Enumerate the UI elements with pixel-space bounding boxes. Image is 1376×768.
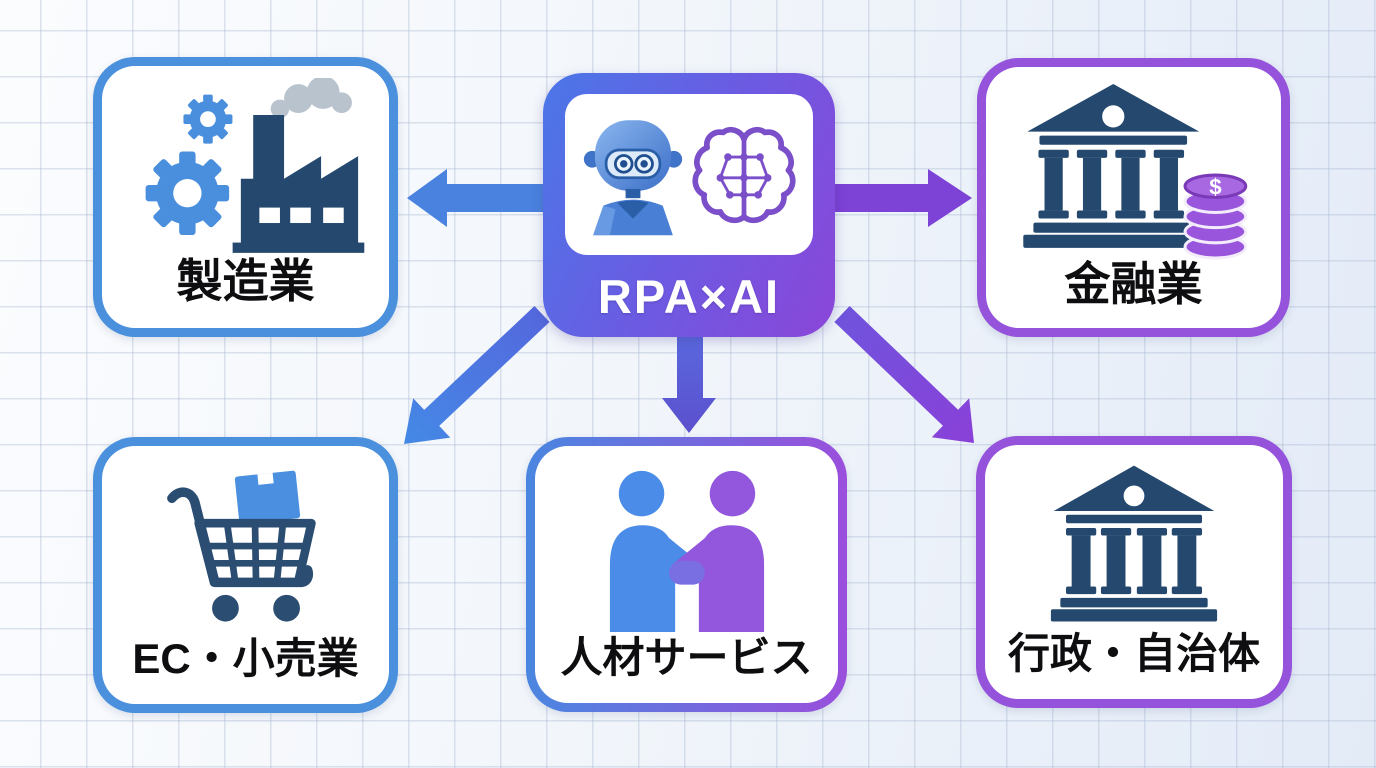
ai-brain-icon (692, 126, 796, 223)
person-left-icon (609, 470, 705, 632)
factory-gears-icon (145, 78, 364, 253)
shopping-cart-icon (167, 470, 316, 622)
person-right-icon (668, 470, 764, 632)
node-finance: $ 金融業 (977, 58, 1290, 337)
smoke-icon (270, 78, 352, 119)
coin-stack-icon: $ (1183, 173, 1248, 260)
center-icon-panel (565, 94, 813, 255)
node-ec-retail-icon-area (110, 458, 381, 638)
node-hr-services: 人材サービス (526, 437, 847, 712)
node-hr-services-label: 人材サービス (560, 634, 813, 681)
gear-small-icon (182, 94, 232, 144)
bank-coins-icon: $ (1023, 84, 1248, 260)
node-finance-icon-area: $ (994, 79, 1273, 261)
node-ec-retail: EC・小売業 (93, 437, 398, 713)
node-manufacturing-panel: 製造業 (102, 66, 389, 328)
node-government: 行政・自治体 (976, 436, 1292, 708)
node-hr-services-panel: 人材サービス (535, 446, 838, 703)
node-government-icon-area (993, 457, 1275, 633)
robot-icon (583, 119, 683, 235)
center-label-wrap: RPA×AI (598, 255, 780, 337)
node-finance-panel: $ 金融業 (986, 67, 1281, 328)
node-manufacturing-icon-area (110, 78, 381, 258)
node-ec-retail-panel: EC・小売業 (102, 446, 389, 704)
arrow-left-icon (407, 169, 545, 227)
bank-building-icon (1023, 84, 1200, 248)
node-government-panel: 行政・自治体 (985, 445, 1283, 699)
arrow-down-icon (662, 336, 716, 433)
handshake-people-icon (609, 470, 764, 632)
dollar-sign-icon: $ (1209, 174, 1222, 199)
node-hr-services-icon-area (543, 458, 830, 637)
factory-silhouette (232, 115, 364, 253)
center-node-rpa-ai: RPA×AI (543, 73, 835, 337)
cart-frame-icon (167, 487, 316, 588)
node-manufacturing: 製造業 (93, 57, 398, 337)
arrow-down-right-icon (834, 306, 974, 443)
node-government-label: 行政・自治体 (1007, 630, 1260, 677)
arrow-right-icon (835, 169, 972, 227)
node-finance-label: 金融業 (1064, 258, 1203, 310)
cart-box-icon (234, 470, 301, 525)
gear-large-icon (145, 151, 229, 235)
center-label: RPA×AI (597, 269, 781, 323)
arrow-down-left-icon (404, 306, 550, 444)
node-manufacturing-label: 製造業 (176, 255, 315, 307)
government-building-icon (1050, 465, 1218, 622)
node-ec-retail-label: EC・小売業 (132, 635, 359, 682)
